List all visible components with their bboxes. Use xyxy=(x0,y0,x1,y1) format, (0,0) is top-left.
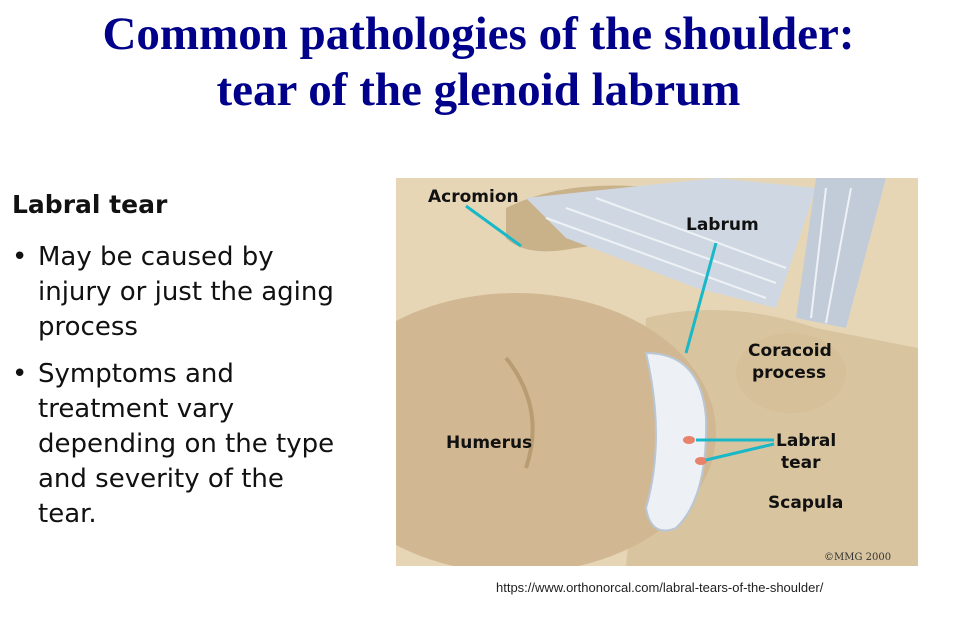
leader-lines xyxy=(465,204,775,462)
bullet-dot-icon: • xyxy=(12,242,28,272)
bullet-list: • May be caused by injury or just the ag… xyxy=(12,240,342,544)
shoulder-anatomy-illustration: Acromion Labrum Coracoid process Humerus… xyxy=(396,178,918,566)
shoulder-anatomy-svg: Acromion Labrum Coracoid process Humerus… xyxy=(396,178,918,566)
labrum-leader-line xyxy=(684,242,718,354)
ligament-shape xyxy=(796,178,886,328)
label-acromion: Acromion xyxy=(428,187,519,207)
humerus-contour xyxy=(504,356,535,469)
bullet-text: May be caused by injury or just the agin… xyxy=(38,242,334,342)
slide-title: Common pathologies of the shoulder: tear… xyxy=(0,6,957,118)
labral-tear-mark xyxy=(695,457,707,465)
label-scapula: Scapula xyxy=(768,493,843,513)
bullet-dot-icon: • xyxy=(12,359,28,389)
humerus-head-shape xyxy=(396,293,716,566)
label-humerus: Humerus xyxy=(446,433,532,453)
tear-leader-line xyxy=(705,442,775,462)
ligament-shape xyxy=(526,178,816,308)
label-labral-tear-1: Labral xyxy=(776,431,836,451)
title-line-2: tear of the glenoid labrum xyxy=(216,64,741,116)
section-heading: Labral tear xyxy=(12,190,168,219)
bullet-item: • May be caused by injury or just the ag… xyxy=(12,240,342,345)
label-labral-tear-2: tear xyxy=(781,453,821,473)
source-link[interactable]: https://www.orthonorcal.com/labral-tears… xyxy=(496,580,824,595)
labrum-ring-shape xyxy=(644,351,708,532)
ligament-fibers xyxy=(545,187,852,324)
label-labrum: Labrum xyxy=(686,215,759,235)
coracoid-shape xyxy=(736,333,846,413)
acromion-leader-line xyxy=(465,204,522,248)
figure-copyright: ©MMG 2000 xyxy=(824,552,891,563)
labral-tear-mark xyxy=(683,436,695,444)
bullet-item: • Symptoms and treatment vary depending … xyxy=(12,357,342,532)
label-coracoid-1: Coracoid xyxy=(748,341,832,361)
label-coracoid-2: process xyxy=(752,363,826,383)
bullet-text: Symptoms and treatment vary depending on… xyxy=(38,359,335,529)
title-line-1: Common pathologies of the shoulder: xyxy=(102,8,855,60)
